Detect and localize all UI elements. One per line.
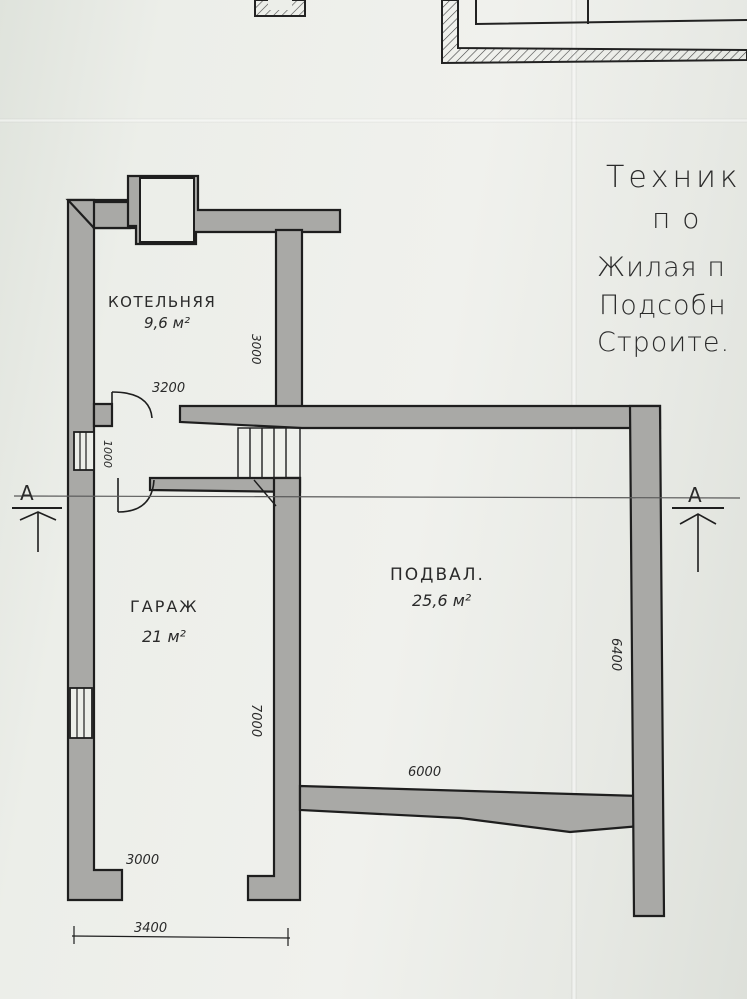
dim-passage: 1000 [101,440,114,468]
room-area-garage: 21 м² [142,627,187,646]
walls [65,174,666,918]
title-line-5: Строите. [597,327,731,358]
room-area-boiler: 9,6 м² [144,314,190,332]
dimension-bottom [71,926,291,946]
dim-boiler-width: 3200 [152,381,185,396]
title-line-2: по [652,202,712,235]
room-name-basement: ПОДВАЛ. [390,565,485,585]
dim-garage-outer-width: 3400 [134,921,167,936]
dim-basement-height: 6400 [608,638,623,671]
window-left-lower [69,687,93,739]
door-boiler [111,391,153,420]
section-line [12,495,741,572]
title-line-1: Техник [606,160,742,195]
door-garage [117,478,155,513]
paper-fold-vertical [571,0,577,999]
room-name-boiler: КОТЕЛЬНЯЯ [108,293,216,311]
window-left-upper [73,431,95,471]
section-label-left: А [20,481,34,505]
section-label-right: А [688,483,702,507]
title-line-3: Жилая п [597,252,726,283]
dim-garage-inner-width: 3000 [126,853,159,868]
room-name-garage: ГАРАЖ [130,597,199,616]
dim-basement-width: 6000 [408,765,441,780]
title-line-4: Подсобн [599,290,727,321]
paper-fold-horizontal [0,118,747,123]
dim-boiler-height: 3000 [249,334,263,365]
dim-garage-height: 7000 [248,704,263,737]
stairs [237,427,301,507]
top-partial-drawing [254,0,747,65]
room-area-basement: 25,6 м² [412,591,472,610]
